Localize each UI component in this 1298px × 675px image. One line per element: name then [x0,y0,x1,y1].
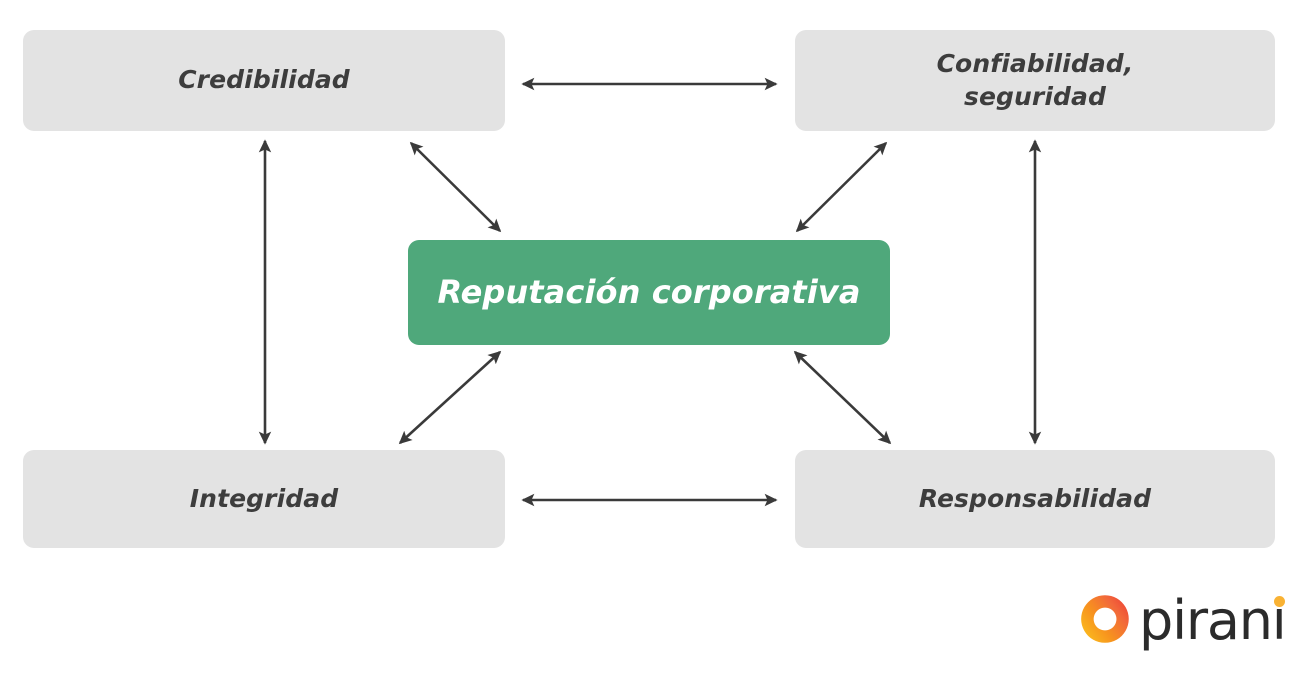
arrow-credibilidad-reputacion [409,141,502,233]
pirani-ring-icon [1081,595,1129,643]
pirani-i-dot-icon [1273,596,1285,607]
node-reputacion-corporativa[interactable]: Reputación corporativa [408,240,890,345]
node-integridad-label: Integridad [189,483,339,513]
pirani-wordmark: pirani [1139,594,1287,648]
node-credibilidad[interactable]: Credibilidad [23,30,505,131]
node-confiabilidad-seguridad-label: Confiabilidad, seguridad [936,49,1134,111]
arrow-confiabilidad-reputacion [795,141,888,233]
arrow-reputacion-integridad [398,350,502,445]
node-integridad[interactable]: Integridad [23,450,505,548]
node-credibilidad-label: Credibilidad [178,65,350,95]
pirani-wordmark-text: pirani [1139,589,1287,652]
arrow-reputacion-responsabilidad [793,350,892,445]
node-responsabilidad-label: Responsabilidad [918,483,1152,513]
pirani-logo: pirani [1078,588,1287,650]
node-reputacion-corporativa-label: Reputación corporativa [437,272,861,311]
node-responsabilidad[interactable]: Responsabilidad [795,450,1275,548]
node-confiabilidad-seguridad[interactable]: Confiabilidad, seguridad [795,30,1275,131]
